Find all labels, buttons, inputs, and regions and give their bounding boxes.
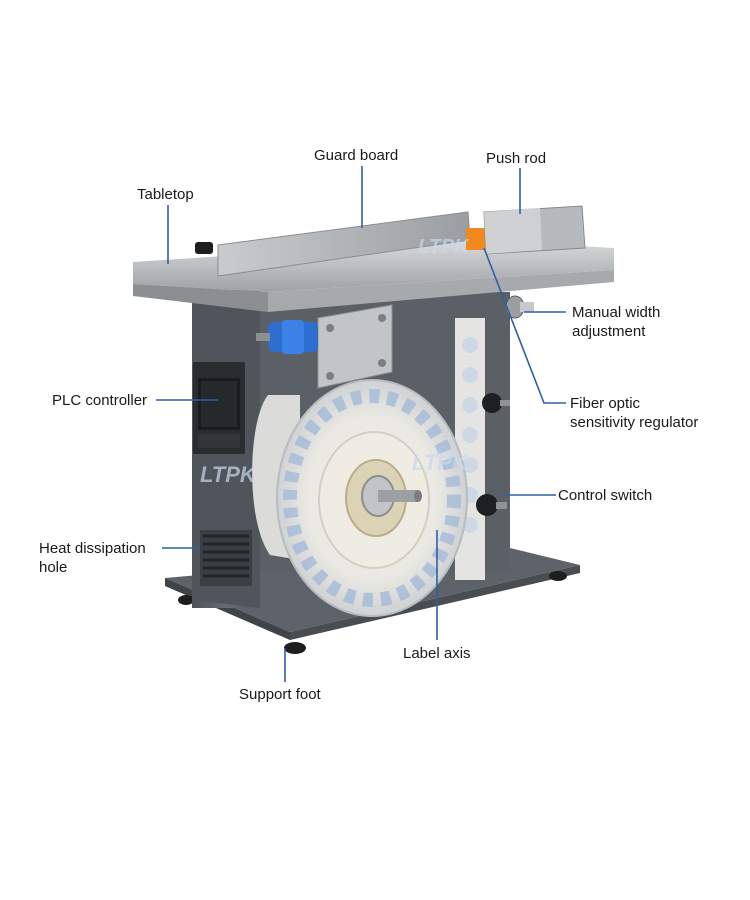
- manual-width-label-line1: Manual width: [572, 304, 661, 321]
- leader-lines: [156, 166, 566, 682]
- push-rod-label: Push rod: [486, 150, 547, 167]
- manual-width-label: Manual width adjustment: [572, 303, 660, 341]
- leader-fiber-optic: [483, 247, 566, 404]
- sensor-bracket: [317, 304, 393, 389]
- fiber-optic-label: Fiber optic sensitivity regulator: [570, 394, 698, 432]
- label-roll: [252, 379, 468, 617]
- fiber-optic-knob: [482, 393, 510, 413]
- tabletop-label: Tabletop: [137, 186, 194, 203]
- guard-board-label: Guard board: [314, 147, 399, 164]
- label-axis-label: Label axis: [403, 645, 471, 662]
- heat-dissipation-label-line1: Heat dissipation: [39, 540, 146, 557]
- plc-controller-label: PLC controller: [52, 392, 148, 409]
- watermark-text-right: LTPK: [412, 450, 470, 475]
- plc-controller: [193, 362, 245, 454]
- heat-dissipation-label-line2: hole: [39, 559, 68, 576]
- fiber-optic-label-line2: sensitivity regulator: [570, 414, 699, 431]
- support-foot-label: Support foot: [239, 686, 321, 703]
- watermark-text-left: LTPK: [200, 462, 258, 487]
- push-rod: [466, 205, 586, 255]
- support-foot: [178, 571, 567, 654]
- watermark-text-top: LTPK: [418, 236, 470, 258]
- blue-roller: [256, 320, 318, 354]
- watermark: LTPK LTPK LTPK: [200, 236, 470, 487]
- manual-width-label-line2: adjustment: [572, 323, 646, 340]
- heat-dissipation-label: Heat dissipation hole: [39, 539, 146, 577]
- fiber-optic-label-line1: Fiber optic: [570, 395, 641, 412]
- control-switch-knob: [476, 494, 507, 516]
- control-switch-label: Control switch: [558, 487, 653, 504]
- heat-dissipation-hole: [200, 530, 252, 586]
